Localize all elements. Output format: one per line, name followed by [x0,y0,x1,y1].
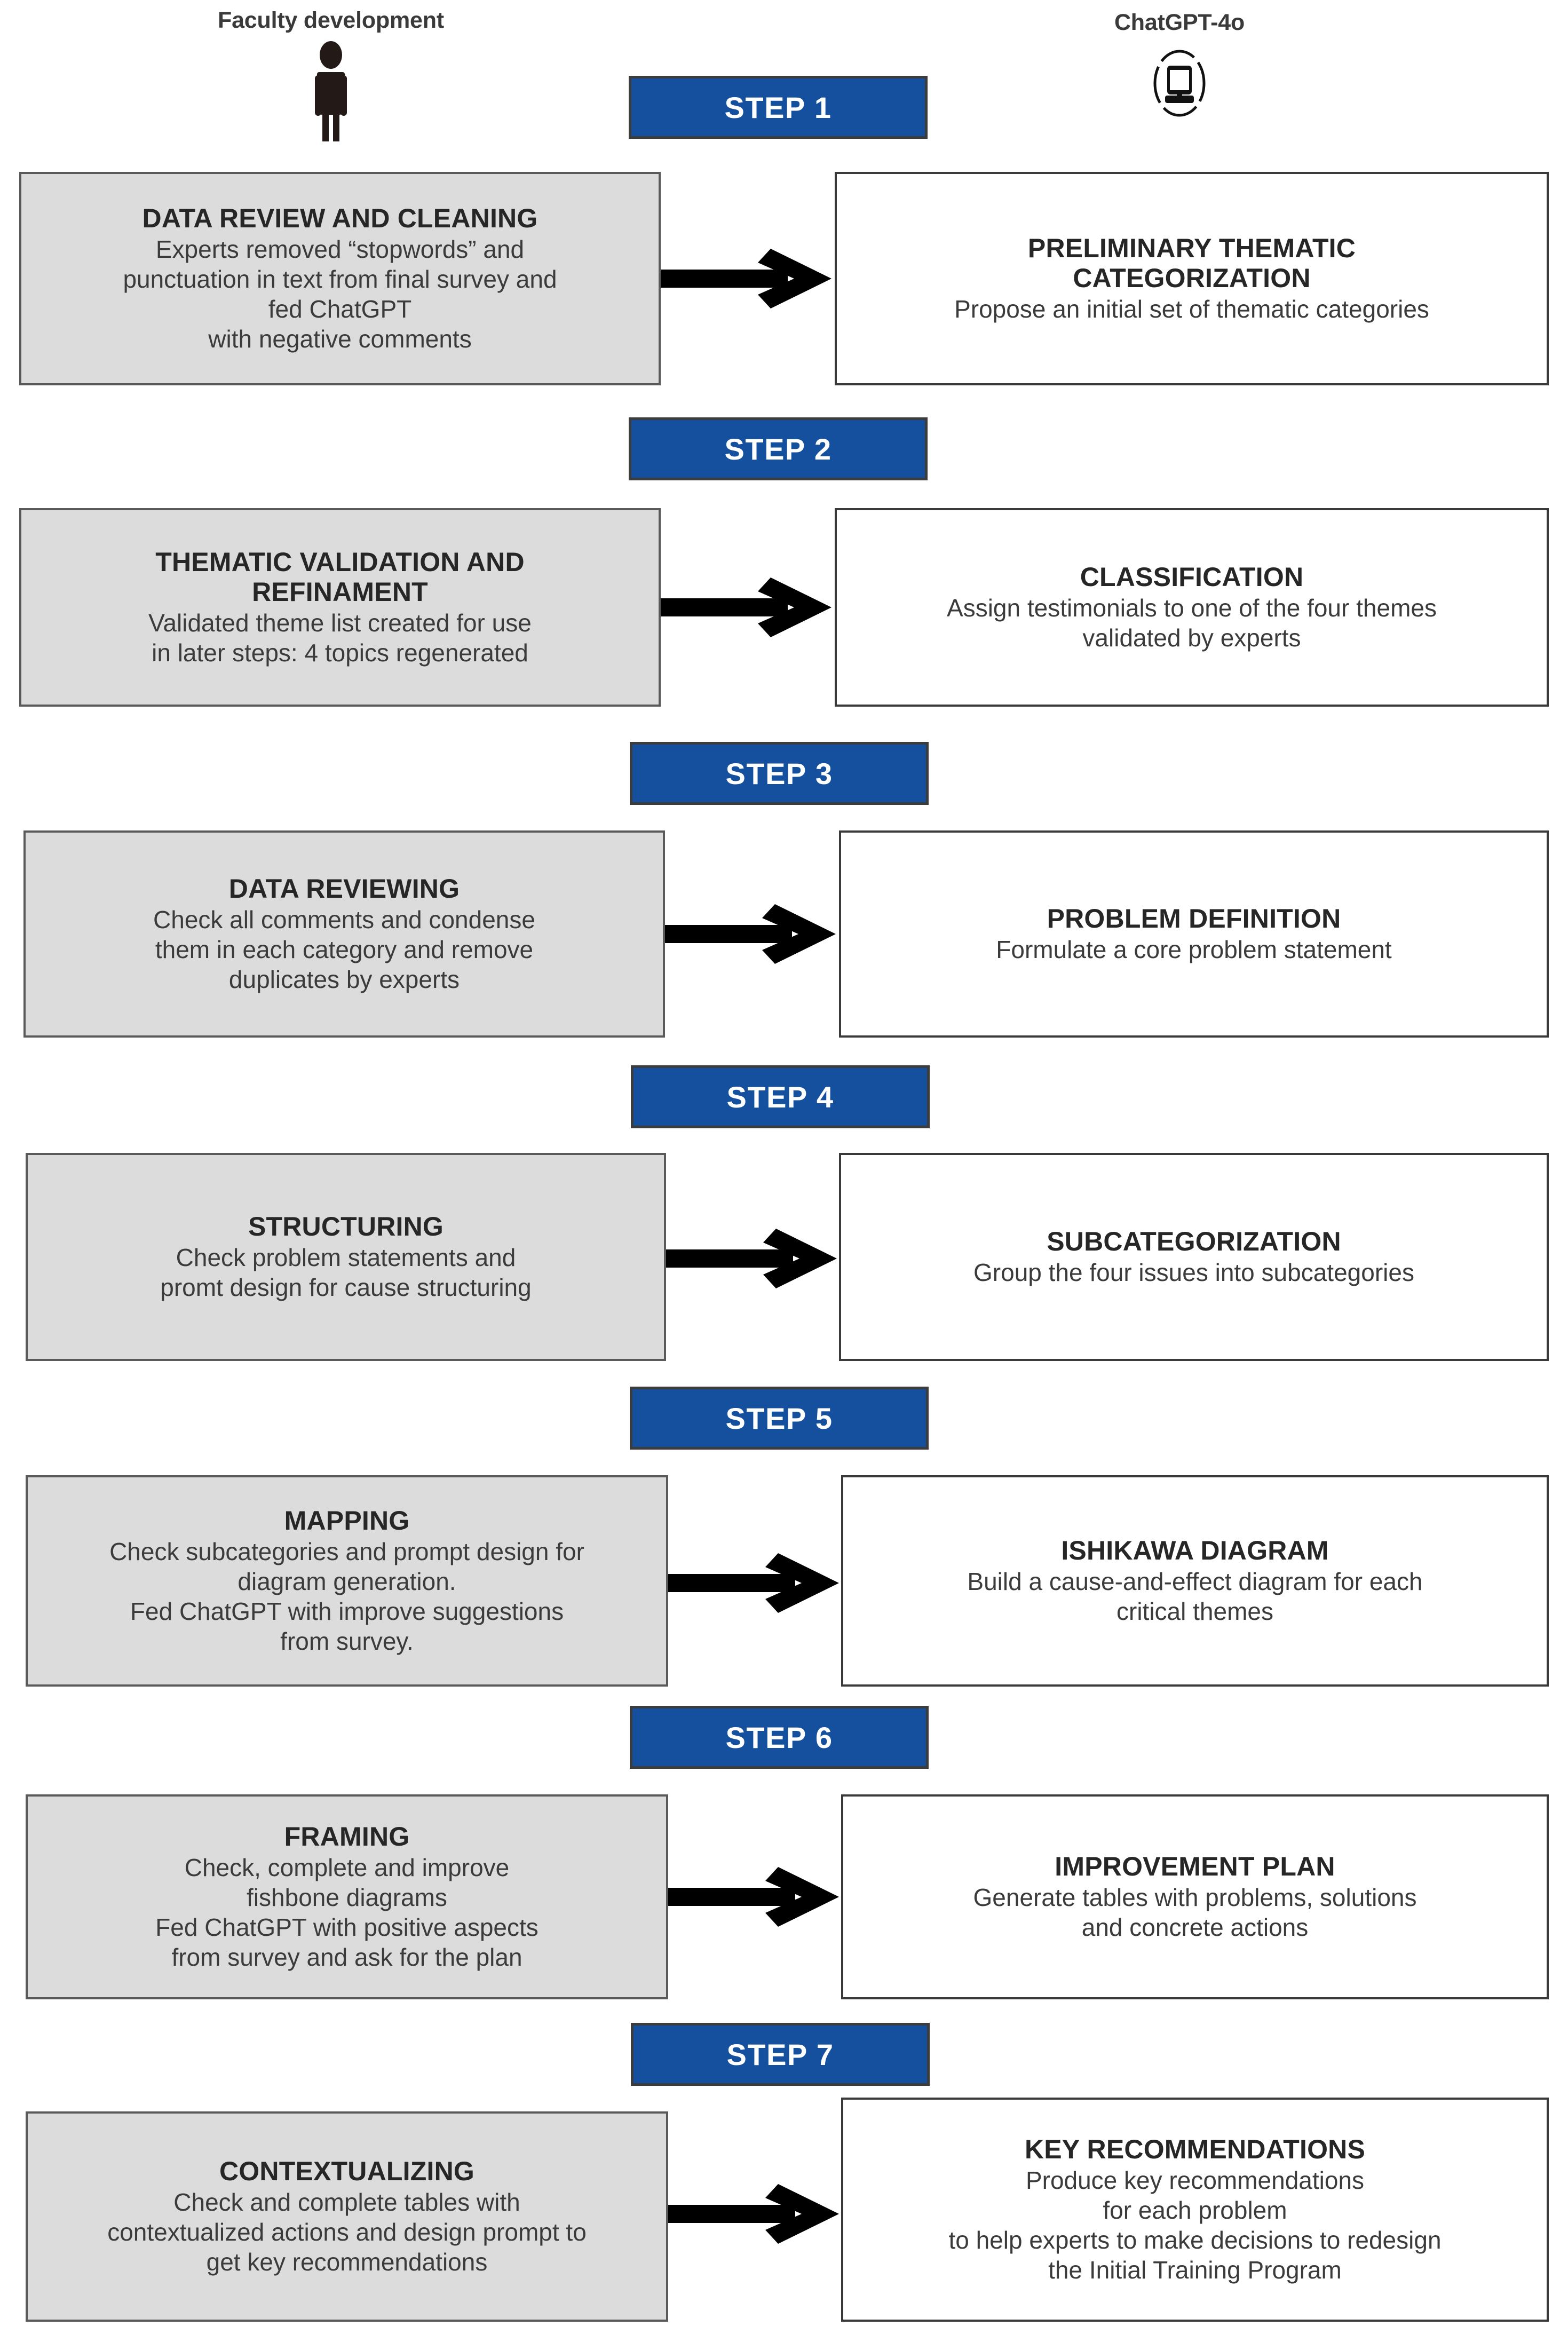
step-4-left-box: STRUCTURING Check problem statements and… [26,1153,666,1361]
person-icon [315,41,347,141]
step-3-left-box: DATA REVIEWING Check all comments and co… [23,830,665,1038]
step-badge-2: STEP 2 [629,417,928,480]
step-badge-7: STEP 7 [631,2023,930,2086]
step-1-right-body: Propose an initial set of thematic categ… [954,295,1429,323]
step-3-right-box: PROBLEM DEFINITION Formulate a core prob… [839,830,1549,1038]
right-arrow-icon-4 [666,1229,837,1288]
right-arrow-icon-2 [661,577,831,637]
step-badge-5: STEP 5 [630,1387,929,1450]
step-5-right-body: Build a cause-and-effect diagram for eac… [967,1567,1423,1625]
right-arrow-icon-3 [665,904,836,964]
step-1-left-body: Experts removed “stopwords” and punctuat… [123,235,557,353]
step-2-left-box: THEMATIC VALIDATION AND REFINAMENT Valid… [19,508,661,707]
right-arrow-icon-7 [668,2184,839,2244]
right-arrow-icon-1 [661,249,831,308]
step-2-left-title: THEMATIC VALIDATION AND REFINAMENT [155,547,525,607]
step-3-right-title: PROBLEM DEFINITION [1047,903,1341,933]
step-3-left-body: Check all comments and condense them in … [153,905,535,994]
step-5-left-title: MAPPING [284,1505,410,1536]
actors-header: Faculty development ChatGPT-4o [0,0,1568,160]
step-4-right-box: SUBCATEGORIZATION Group the four issues … [839,1153,1549,1361]
step-2-right-title: CLASSIFICATION [1080,561,1304,592]
step-7-left-title: CONTEXTUALIZING [219,2156,474,2186]
step-3-right-body: Formulate a core problem statement [996,935,1392,963]
actor-chatgpt-label: ChatGPT-4o [1114,10,1245,35]
step-1-right-title: PRELIMINARY THEMATIC CATEGORIZATION [1027,233,1356,293]
step-6-right-title: IMPROVEMENT PLAN [1055,1851,1335,1881]
step-4-left-body: Check problem statements and promt desig… [160,1243,532,1301]
step-5-right-box: ISHIKAWA DIAGRAM Build a cause-and-effec… [841,1475,1549,1687]
actor-faculty-development-label: Faculty development [218,7,444,33]
actor-chatgpt: ChatGPT-4o [1014,10,1345,123]
step-5-left-box: MAPPING Check subcategories and prompt d… [26,1475,668,1687]
step-7-right-title: KEY RECOMMENDATIONS [1024,2134,1366,2164]
step-7-left-box: CONTEXTUALIZING Check and complete table… [26,2111,668,2322]
step-4-left-title: STRUCTURING [248,1211,444,1241]
step-1-left-box: DATA REVIEW AND CLEANING Experts removed… [19,172,661,385]
step-5-right-title: ISHIKAWA DIAGRAM [1061,1535,1329,1565]
step-2-right-body: Assign testimonials to one of the four t… [947,594,1437,652]
step-badge-4: STEP 4 [631,1065,930,1128]
step-7-right-box: KEY RECOMMENDATIONS Produce key recommen… [841,2098,1549,2322]
step-6-left-title: FRAMING [284,1821,410,1851]
step-7-right-body: Produce key recommendations for each pro… [948,2166,1442,2284]
actor-faculty-development: Faculty development [176,7,486,143]
computer-monitor-icon [1153,50,1206,117]
step-badge-6: STEP 6 [630,1706,929,1769]
step-6-left-body: Check, complete and improve fishbone dia… [155,1853,538,1972]
step-7-left-body: Check and complete tables with contextua… [107,2188,587,2276]
step-badge-3: STEP 3 [630,742,929,805]
step-6-left-box: FRAMING Check, complete and improve fish… [26,1794,668,1999]
step-4-right-body: Group the four issues into subcategories [973,1258,1414,1286]
step-1-right-box: PRELIMINARY THEMATIC CATEGORIZATION Prop… [835,172,1549,385]
right-arrow-icon-5 [668,1553,839,1613]
step-4-right-title: SUBCATEGORIZATION [1047,1226,1341,1256]
step-1-left-title: DATA REVIEW AND CLEANING [142,203,538,233]
step-5-left-body: Check subcategories and prompt design fo… [109,1537,584,1656]
step-3-left-title: DATA REVIEWING [228,873,460,904]
right-arrow-icon-6 [668,1867,839,1927]
step-6-right-box: IMPROVEMENT PLAN Generate tables with pr… [841,1794,1549,1999]
step-2-left-body: Validated theme list created for use in … [148,608,532,667]
step-badge-1: STEP 1 [629,76,928,139]
step-2-right-box: CLASSIFICATION Assign testimonials to on… [835,508,1549,707]
step-6-right-body: Generate tables with problems, solutions… [973,1883,1417,1941]
